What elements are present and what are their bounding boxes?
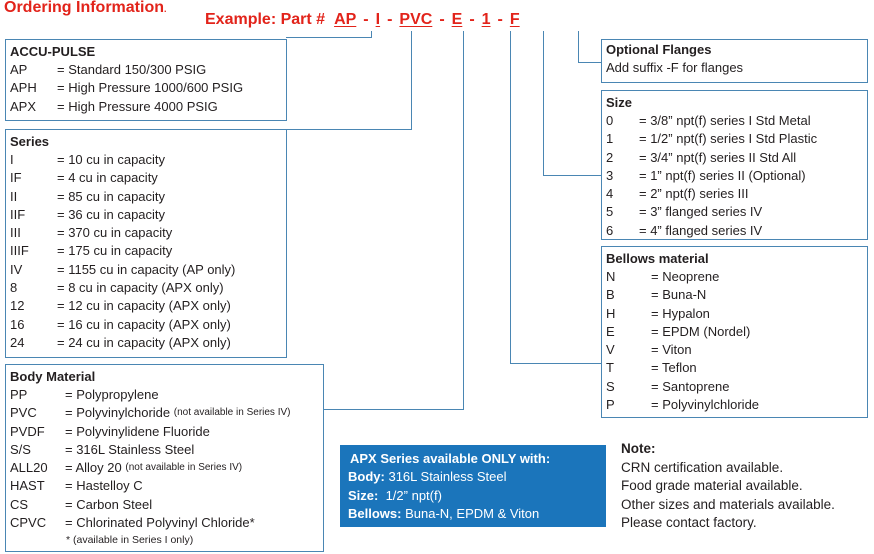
list-item: 2= 3/4” npt(f) series II Std All bbox=[606, 149, 797, 165]
list-item: HAST= Hastelloy C bbox=[10, 478, 143, 494]
list-item: III= 370 cu in capacity bbox=[10, 225, 173, 241]
list-item: P= Polyvinylchloride bbox=[606, 397, 760, 413]
list-item: APH= High Pressure 1000/600 PSIG bbox=[10, 80, 244, 96]
list-item: S= Santoprene bbox=[606, 378, 730, 394]
connector-series-v bbox=[411, 31, 412, 130]
note-line: Food grade material available. bbox=[621, 478, 803, 494]
list-item: I= 10 cu in capacity bbox=[10, 152, 166, 167]
list-item: 1= 1/2” npt(f) series I Std Plastic bbox=[606, 131, 818, 147]
list-item: CS= Carbon Steel bbox=[10, 496, 153, 512]
list-item: B= Buna-N bbox=[606, 287, 707, 303]
connector-series-h bbox=[286, 129, 412, 130]
connector-bellows-h bbox=[510, 363, 602, 364]
list-item: PP= Polypropylene bbox=[10, 387, 159, 402]
apx-heading: APX Series available ONLY with: bbox=[350, 451, 551, 466]
size-heading: Size bbox=[606, 95, 633, 110]
list-item: 3= 1” npt(f) series II (Optional) bbox=[606, 167, 806, 183]
optional-flanges-heading: Optional Flanges bbox=[606, 42, 712, 57]
note-line: Other sizes and materials available. bbox=[621, 496, 835, 512]
list-item: APX= High Pressure 4000 PSIG bbox=[10, 98, 218, 114]
list-item: PVC= Polyvinylchoride (not available in … bbox=[10, 405, 291, 421]
series-box: Series I= 10 cu in capacity IF= 4 cu in … bbox=[5, 129, 287, 358]
list-item: 8= 8 cu in capacity (APX only) bbox=[10, 280, 224, 296]
connector-flanges-h bbox=[578, 62, 602, 63]
size-box: Size 0= 3/8” npt(f) series I Std Metal 1… bbox=[601, 90, 868, 240]
optional-flanges-text: Add suffix -F for flanges bbox=[606, 60, 744, 75]
note-line: CRN certification available. bbox=[621, 459, 784, 475]
list-item: 0= 3/8” npt(f) series I Std Metal bbox=[606, 113, 811, 128]
list-item: S/S= 316L Stainless Steel bbox=[10, 441, 195, 457]
connector-accu-pulse bbox=[286, 37, 372, 38]
code-size: 1 bbox=[481, 11, 491, 28]
list-item: IV= 1155 cu in capacity (AP only) bbox=[10, 261, 236, 277]
code-body: PVC bbox=[399, 11, 433, 28]
code-bellows: E bbox=[451, 11, 463, 28]
list-item: 12= 12 cu in capacity (APX only) bbox=[10, 298, 231, 314]
connector-bellows-v bbox=[510, 31, 511, 364]
note-block: Note: CRN certification available. Food … bbox=[621, 440, 835, 533]
example-part-number: Example: Part #AP-I-PVC-E-1-F bbox=[205, 11, 520, 28]
bellows-material-box: Bellows material N= Neoprene B= Buna-N H… bbox=[601, 246, 868, 418]
list-item: E= EPDM (Nordel) bbox=[606, 323, 751, 339]
list-item: IF= 4 cu in capacity bbox=[10, 170, 158, 186]
list-item: II= 85 cu in capacity bbox=[10, 188, 166, 204]
list-item: CPVC= Chlorinated Polyvinyl Chloride* bbox=[10, 515, 255, 531]
code-series: I bbox=[375, 11, 381, 28]
connector-size-h bbox=[543, 175, 602, 176]
body-material-footnote: * (available in Series I only) bbox=[66, 534, 194, 546]
connector-body-v bbox=[463, 31, 464, 410]
list-item: T= Teflon bbox=[606, 360, 697, 376]
bellows-heading: Bellows material bbox=[606, 251, 709, 266]
list-item: ALL20= Alloy 20 (not available in Series… bbox=[10, 460, 243, 476]
accu-pulse-heading: ACCU-PULSE bbox=[10, 44, 96, 59]
apx-body-line: Body: 316L Stainless Steel bbox=[348, 469, 507, 485]
list-item: IIF= 36 cu in capacity bbox=[10, 206, 166, 222]
list-item: 6= 4” flanged series IV bbox=[606, 222, 763, 238]
optional-flanges-box: Optional Flanges Add suffix -F for flang… bbox=[601, 39, 868, 83]
connector-flanges-v bbox=[578, 31, 579, 63]
list-item: N= Neoprene bbox=[606, 269, 720, 284]
list-item: V= Viton bbox=[606, 342, 692, 358]
apx-size-line: Size: 1/2” npt(f) bbox=[348, 487, 442, 503]
body-material-box: Body Material PP= Polypropylene PVC= Pol… bbox=[5, 364, 324, 552]
code-accu-pulse: AP bbox=[334, 11, 357, 28]
list-item: H= Hypalon bbox=[606, 305, 710, 321]
list-item: IIIF= 175 cu in capacity bbox=[10, 243, 173, 259]
example-label: Example: Part # bbox=[205, 11, 326, 28]
connector-size-v bbox=[543, 31, 544, 176]
apx-availability-box: APX Series available ONLY with: Body: 31… bbox=[340, 445, 606, 527]
list-item: PVDF= Polyvinylidene Fluoride bbox=[10, 423, 210, 439]
code-flanges: F bbox=[509, 11, 520, 28]
list-item: 24= 24 cu in capacity (APX only) bbox=[10, 334, 231, 350]
body-material-heading: Body Material bbox=[10, 369, 96, 384]
list-item: 16= 16 cu in capacity (APX only) bbox=[10, 316, 231, 332]
accu-pulse-box: ACCU-PULSE AP= Standard 150/300 PSIG APH… bbox=[5, 39, 287, 121]
list-item: 5= 3” flanged series IV bbox=[606, 204, 763, 220]
list-item: 4= 2” npt(f) series III bbox=[606, 186, 749, 202]
connector-body-h bbox=[323, 409, 464, 410]
note-heading: Note: bbox=[621, 441, 656, 456]
list-item: AP= Standard 150/300 PSIG bbox=[10, 62, 207, 77]
apx-bellows-line: Bellows: Buna-N, EPDM & Viton bbox=[348, 505, 540, 521]
note-line: Please contact factory. bbox=[621, 515, 757, 531]
series-heading: Series bbox=[10, 134, 50, 149]
connector-accu-pulse-v bbox=[371, 31, 372, 38]
page-title: Ordering Information. bbox=[4, 0, 167, 16]
